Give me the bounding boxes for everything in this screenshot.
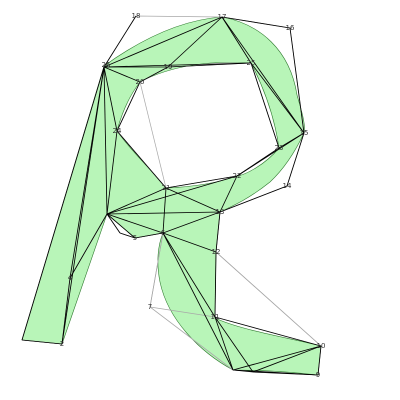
vertex-label-10: 10 xyxy=(317,342,326,350)
vertex-label-19: 19 xyxy=(164,63,173,71)
vertex-label-23: 23 xyxy=(275,144,284,152)
vertex-label-26: 26 xyxy=(102,61,111,69)
vertex-label-17: 17 xyxy=(218,13,227,21)
vertex-label-15: 15 xyxy=(300,129,309,137)
vertex-label-11: 11 xyxy=(211,313,220,321)
vertex-label-6: 6 xyxy=(161,229,166,237)
vertex-label-21: 21 xyxy=(162,184,171,192)
vertex-label-18: 18 xyxy=(132,12,141,20)
vertex-label-14: 14 xyxy=(283,182,292,190)
vertex-label-13: 13 xyxy=(216,208,225,216)
vertex-label-2: 2 xyxy=(60,340,64,348)
vertex-label-9: 9 xyxy=(316,371,320,379)
vertex-label-7: 7 xyxy=(148,303,152,311)
vertex-label-25: 25 xyxy=(247,59,256,67)
vertex-label-24: 24 xyxy=(113,127,122,135)
vertex-label-5: 5 xyxy=(133,234,137,242)
vertex-label-12: 12 xyxy=(212,248,221,256)
vertex-label-16: 16 xyxy=(286,24,295,32)
vertex-label-22: 22 xyxy=(233,172,242,180)
vertex-label-20: 20 xyxy=(136,78,145,86)
vertex-label-4: 4 xyxy=(68,274,73,282)
